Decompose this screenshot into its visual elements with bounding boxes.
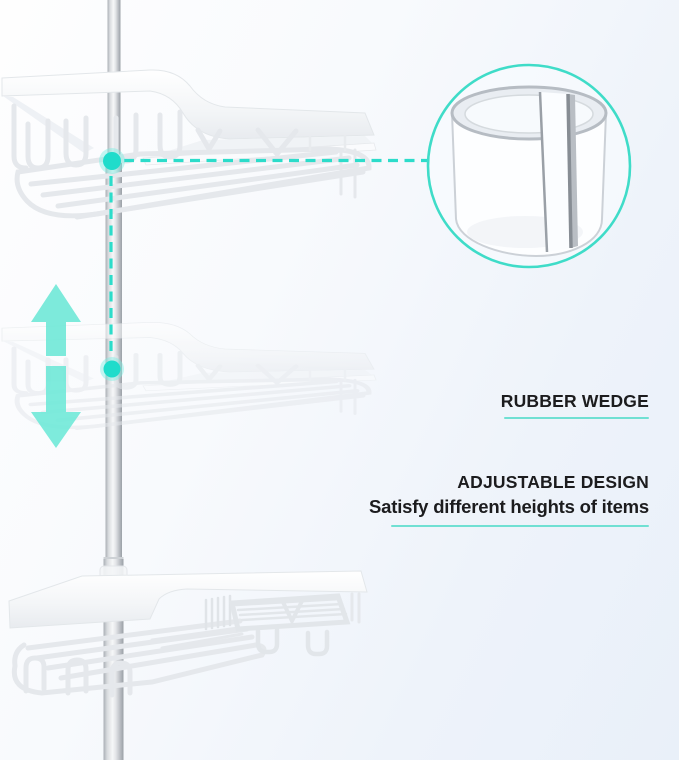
up-arrow-icon (31, 284, 81, 356)
wedge-slit (538, 91, 549, 253)
pole-marker-dot (103, 360, 121, 378)
dashed-guides (99, 148, 428, 381)
teal-underline (504, 417, 649, 419)
top-shelf (1, 69, 377, 220)
pole-joint-seam (103, 557, 124, 559)
rubber-wedge-label-block: RUBBER WEDGE (501, 391, 649, 419)
hook-icon (305, 629, 330, 657)
rubber-wedge-label: RUBBER WEDGE (500, 391, 649, 411)
adjustable-design-subtitle: Satisfy different heights of items (369, 496, 649, 517)
rubber-wedge-icon (450, 85, 608, 258)
down-arrow-icon (31, 366, 81, 448)
wire-basket (11, 103, 372, 220)
height-adjust-arrows (31, 284, 81, 448)
soap-dish (228, 593, 351, 657)
pole-marker-dot (103, 152, 121, 170)
teal-underline (391, 525, 649, 527)
wire-basket (11, 592, 361, 698)
adjustable-design-label-block: ADJUSTABLE DESIGN Satisfy different heig… (369, 472, 649, 527)
shelf-rim-band (1, 69, 375, 140)
hook-icon (255, 627, 280, 655)
bottom-shelf (8, 565, 368, 698)
adjustable-design-title: ADJUSTABLE DESIGN (457, 472, 649, 492)
rubber-wedge-callout (426, 63, 632, 269)
shelf-rim-band (8, 570, 368, 629)
